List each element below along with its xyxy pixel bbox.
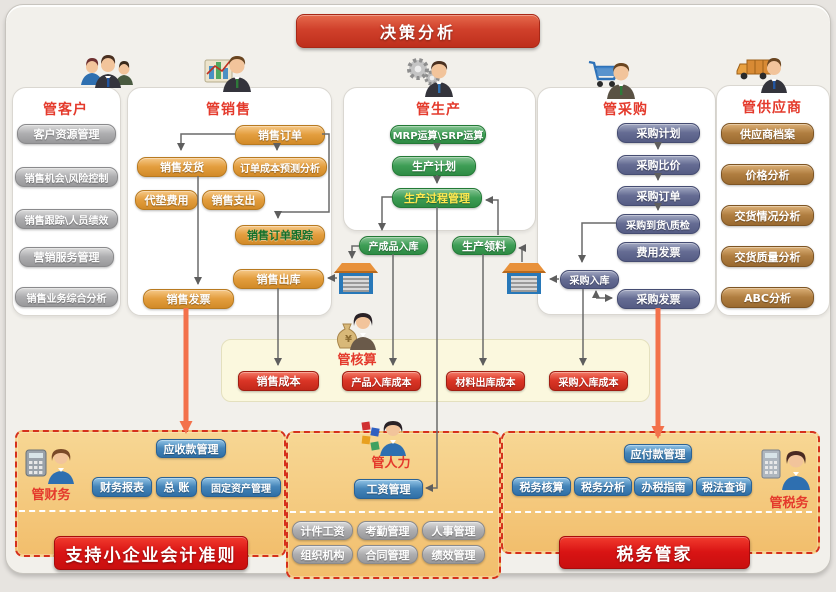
sales-cost-button[interactable]: 销售成本 [238, 371, 319, 391]
fee-invoice-button[interactable]: 费用发票 [617, 242, 700, 262]
mrp-srp-button[interactable]: MRP运算\SRP运算 [390, 125, 486, 144]
customer-panel [12, 87, 121, 316]
tax-title: 管税务 [769, 496, 809, 511]
salary-management-button[interactable]: 工资管理 [354, 479, 423, 499]
cart-person-icon [588, 60, 635, 99]
sales-opportunity-risk-button[interactable]: 销售机会\风险控制 [15, 167, 118, 187]
sales-invoice-button[interactable]: 销售发票 [143, 289, 234, 309]
tax-butler-banner[interactable]: 税务管家 [559, 536, 750, 569]
puzzle-person-icon [361, 421, 406, 456]
material-outbound-cost-button[interactable]: 材料出库成本 [446, 371, 525, 391]
abc-analysis-button[interactable]: ABC分析 [721, 287, 814, 308]
accounting-standard-banner[interactable]: 支持小企业会计准则 [54, 536, 248, 570]
payable-management-button[interactable]: 应付款管理 [624, 444, 692, 463]
contract-button[interactable]: 合同管理 [357, 545, 418, 564]
material-picking-button[interactable]: 生产领料 [452, 236, 516, 255]
performance-button[interactable]: 绩效管理 [422, 545, 485, 564]
general-ledger-button[interactable]: 总 账 [156, 477, 197, 497]
production-plan-button[interactable]: 生产计划 [392, 156, 476, 176]
customer-resource-button[interactable]: 客户资源管理 [17, 124, 116, 144]
purchase-inbound-cost-button[interactable]: 采购入库成本 [549, 371, 628, 391]
moneybag-person-icon: ¥ [336, 313, 376, 350]
decision-analysis-banner[interactable]: 决策分析 [296, 14, 540, 48]
people-group-icon [81, 55, 133, 88]
attendance-button[interactable]: 考勤管理 [357, 521, 418, 540]
sales-order-tracking-button[interactable]: 销售订单跟踪 [235, 225, 325, 245]
calculator-person-icon-tax [761, 449, 810, 490]
purchase-title: 管采购 [603, 102, 648, 118]
warehouse-icon-finished-goods [334, 263, 378, 294]
sales-tracking-performance-button[interactable]: 销售跟踪\人员绩效 [15, 209, 118, 229]
hr-divider [290, 511, 493, 513]
accounting-title: 管核算 [337, 353, 377, 368]
gears-person-icon [407, 58, 453, 97]
purchase-inbound-button[interactable]: 采购入库 [560, 270, 619, 289]
truck-person-icon [736, 58, 787, 93]
supplier-title: 管供应商 [742, 100, 802, 116]
sales-order-button[interactable]: 销售订单 [235, 125, 325, 145]
sales-outbound-button[interactable]: 销售出库 [233, 269, 324, 289]
tax-law-query-button[interactable]: 税法查询 [696, 477, 752, 496]
sales-analysis-button[interactable]: 销售业务综合分析 [15, 287, 118, 307]
piece-wage-button[interactable]: 计件工资 [292, 521, 353, 540]
marketing-service-button[interactable]: 营销服务管理 [19, 247, 114, 267]
warehouse-icon-materials [502, 263, 546, 294]
product-inbound-cost-button[interactable]: 产品入库成本 [342, 371, 421, 391]
customer-title: 管客户 [43, 102, 88, 118]
finished-goods-inbound-button[interactable]: 产成品入库 [359, 236, 428, 255]
delivery-status-analysis-button[interactable]: 交货情况分析 [721, 205, 814, 226]
production-title: 管生产 [416, 102, 461, 118]
advance-fee-button[interactable]: 代垫费用 [135, 190, 198, 210]
finance-divider [19, 510, 278, 512]
purchase-arrival-qc-button[interactable]: 采购到货\质检 [616, 214, 700, 234]
organization-button[interactable]: 组织机构 [292, 545, 353, 564]
tax-accounting-button[interactable]: 税务核算 [512, 477, 571, 496]
svg-text:¥: ¥ [345, 334, 352, 345]
personnel-button[interactable]: 人事管理 [422, 521, 485, 540]
production-process-button[interactable]: 生产过程管理 [392, 188, 482, 208]
sales-delivery-button[interactable]: 销售发货 [137, 157, 227, 177]
purchase-invoice-button[interactable]: 采购发票 [617, 289, 700, 309]
sales-expense-button[interactable]: 销售支出 [202, 190, 265, 210]
fixed-assets-button[interactable]: 固定资产管理 [201, 477, 281, 497]
receivable-management-button[interactable]: 应收款管理 [156, 439, 226, 458]
delivery-quality-analysis-button[interactable]: 交货质量分析 [721, 246, 814, 267]
purchase-plan-button[interactable]: 采购计划 [617, 123, 700, 143]
sales-title: 管销售 [206, 102, 251, 118]
chart-person-icon [204, 56, 251, 92]
supplier-panel [716, 85, 830, 316]
purchase-order-button[interactable]: 采购订单 [617, 186, 700, 206]
purchase-price-compare-button[interactable]: 采购比价 [617, 155, 700, 175]
financial-report-button[interactable]: 财务报表 [92, 477, 152, 497]
order-cost-forecast-button[interactable]: 订单成本预测分析 [233, 157, 327, 177]
tax-analysis-button[interactable]: 税务分析 [574, 477, 632, 496]
finance-title: 管财务 [31, 488, 71, 503]
price-analysis-button[interactable]: 价格分析 [721, 164, 814, 185]
tax-divider [505, 511, 812, 513]
tax-guide-button[interactable]: 办税指南 [634, 477, 693, 496]
calculator-person-icon [25, 449, 74, 484]
hr-title: 管人力 [371, 456, 411, 471]
supplier-archive-button[interactable]: 供应商档案 [721, 123, 814, 144]
